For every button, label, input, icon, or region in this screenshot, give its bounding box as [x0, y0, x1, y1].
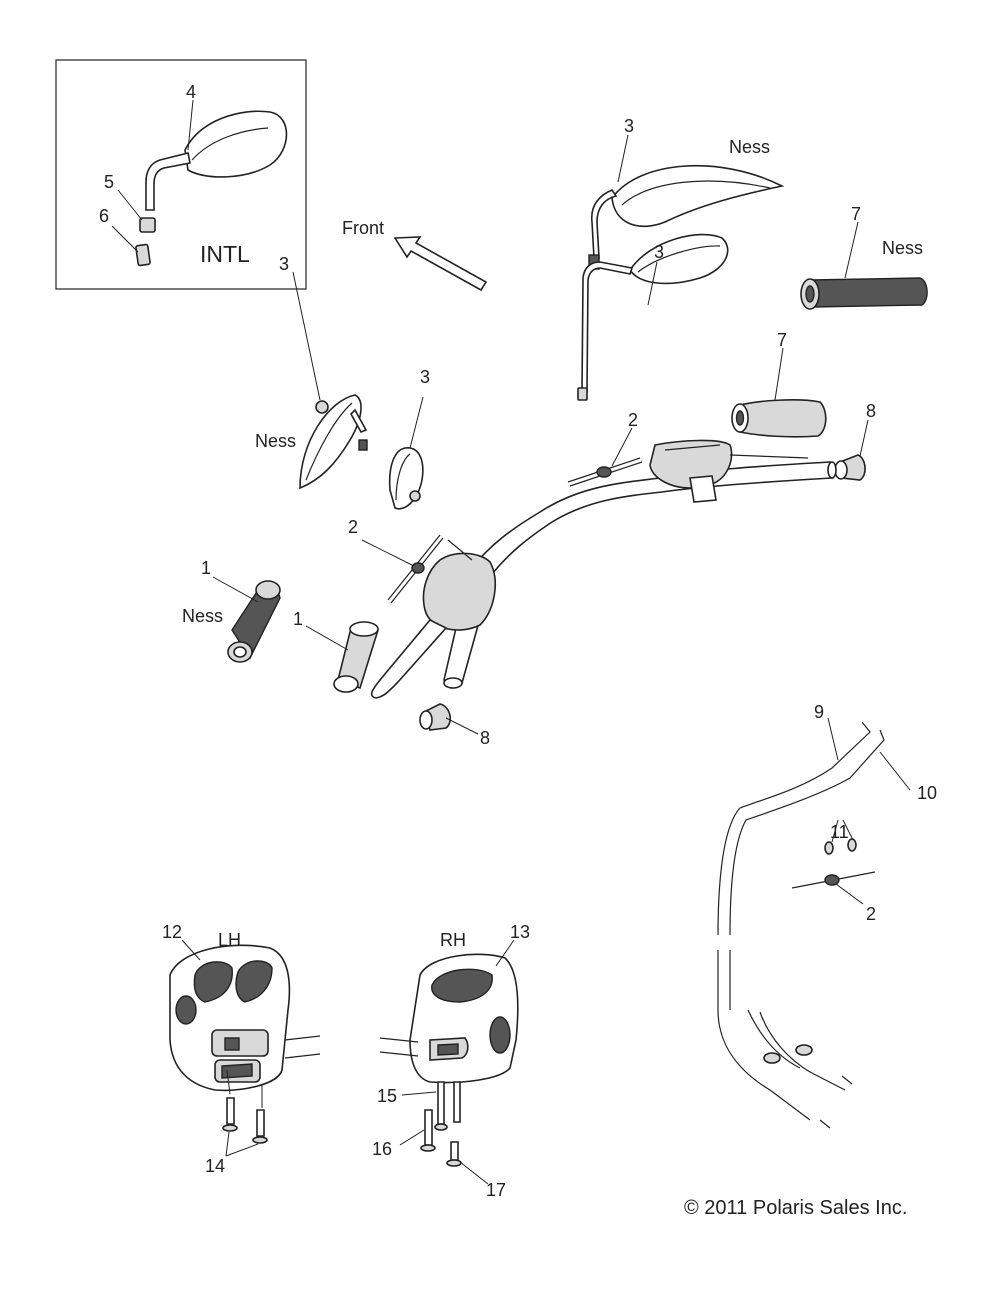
- callout-2-cable: 2: [866, 904, 876, 924]
- throttle-cables: [717, 717, 911, 1129]
- callout-numbers: 4 5 6 3 3 3 3 7 7 8 8 2 2 2 1 1 9 10 11 …: [99, 82, 937, 1200]
- rh-switch-housing: [379, 939, 519, 1084]
- end-weight-right: [834, 419, 869, 481]
- callout-14: 14: [205, 1156, 225, 1176]
- callout-11: 11: [830, 822, 849, 842]
- text-labels: INTL Front Ness Ness Ness Ness LH RH © 2…: [182, 137, 923, 1219]
- callout-7-ness: 7: [851, 204, 861, 224]
- lh-label: LH: [218, 930, 241, 950]
- cable-tie-left: [361, 534, 444, 604]
- callout-3-left: 3: [420, 367, 430, 387]
- callout-10: 10: [917, 783, 937, 803]
- callout-9: 9: [814, 702, 824, 722]
- callout-15: 15: [377, 1086, 397, 1106]
- mirror-right: [577, 233, 729, 401]
- callout-12: 12: [162, 922, 182, 942]
- callout-17: 17: [486, 1180, 506, 1200]
- grip-left: [305, 621, 379, 693]
- ness-label-mirror-left: Ness: [255, 431, 296, 451]
- rh-label: RH: [440, 930, 466, 950]
- callout-8-right: 8: [866, 401, 876, 421]
- callout-3-right: 3: [654, 242, 664, 262]
- ness-label-grip-right: Ness: [882, 238, 923, 258]
- intl-label: INTL: [200, 241, 250, 267]
- callout-1: 1: [293, 609, 303, 629]
- callout-2-upper: 2: [628, 410, 638, 430]
- callout-7: 7: [777, 330, 787, 350]
- grip-right: [731, 347, 827, 438]
- callout-5: 5: [104, 172, 114, 192]
- callout-3-ness-left: 3: [279, 254, 289, 274]
- callout-16: 16: [372, 1139, 392, 1159]
- copyright: © 2011 Polaris Sales Inc.: [684, 1197, 907, 1219]
- callout-8-left: 8: [480, 728, 490, 748]
- lh-switch-housing: [169, 939, 321, 1092]
- cable-tie-upper: [567, 427, 643, 487]
- front-label: Front: [342, 218, 384, 238]
- ness-label-grip-left: Ness: [182, 606, 223, 626]
- callout-2-left: 2: [348, 517, 358, 537]
- callout-1-ness: 1: [201, 558, 211, 578]
- end-weight-left: [419, 703, 479, 735]
- callout-4: 4: [186, 82, 196, 102]
- callout-13: 13: [510, 922, 530, 942]
- callout-3-ness-top: 3: [624, 116, 634, 136]
- grip-ness-left: [212, 576, 281, 663]
- grip-ness-right: [800, 221, 928, 310]
- ness-mirror-left: [292, 271, 368, 490]
- intl-inset: [55, 59, 307, 290]
- mirror-left: [388, 396, 424, 510]
- front-arrow: [393, 236, 488, 292]
- screws-15-17: [399, 1081, 489, 1185]
- callout-6: 6: [99, 206, 109, 226]
- screws-14: [222, 1069, 268, 1157]
- handlebar: [370, 439, 837, 699]
- ness-label-mirror-top: Ness: [729, 137, 770, 157]
